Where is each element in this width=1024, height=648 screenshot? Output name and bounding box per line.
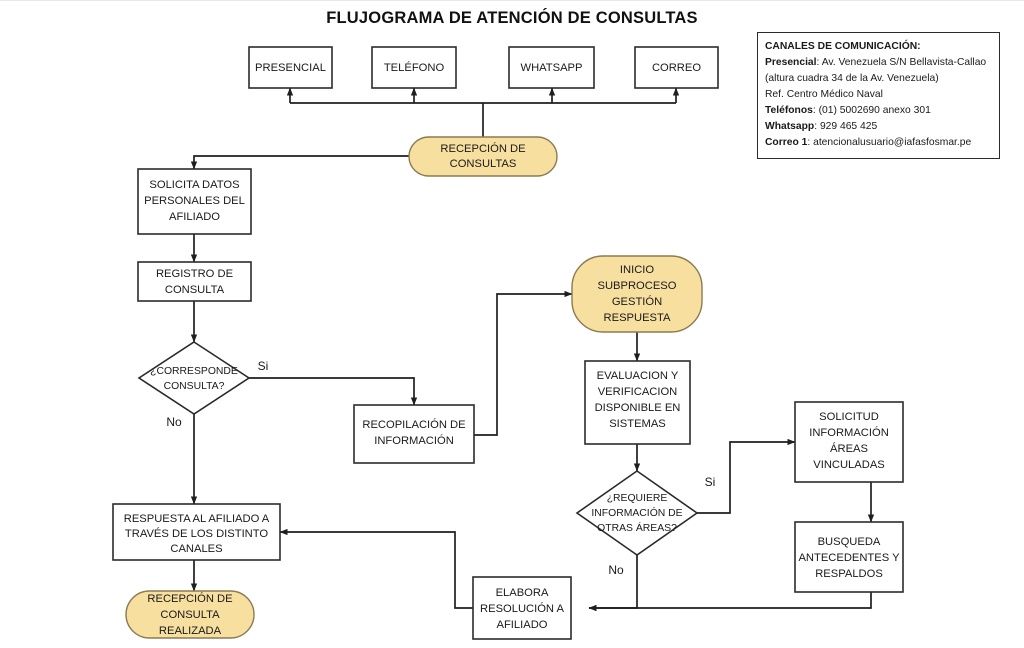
node-recepcion-realizada-line-2: REALIZADA <box>159 625 222 637</box>
node-respuesta-afiliado-line-2: CANALES <box>170 543 222 555</box>
info-row-sep-correo: : <box>807 137 814 148</box>
communication-channels-panel: CANALES DE COMUNICACIÓN: Presencial: Av.… <box>757 32 1000 159</box>
node-inicio-subproceso-line-0: INICIO <box>620 264 654 276</box>
node-requiere-informacion-line-0: ¿REQUIERE <box>607 493 668 504</box>
node-solicitud-informacion-line-2: ÁREAS <box>830 442 868 455</box>
node-recepcion-consultas[interactable]: RECEPCIÓN DE CONSULTAS <box>408 136 558 177</box>
node-requiere-informacion[interactable]: ¿REQUIERE INFORMACIÓN DE OTRAS ÁREAS? <box>575 470 699 556</box>
node-solicitud-informacion-line-1: INFORMACIÓN <box>809 426 889 439</box>
info-row-value-correo: atencionalusuario@iafasfosmar.pe <box>813 137 972 148</box>
node-evaluacion-verificacion-line-3: SISTEMAS <box>609 418 666 430</box>
info-row-value-telefonos: (01) 5002690 anexo 301 <box>818 105 931 116</box>
info-row-label-telefonos: Teléfonos <box>765 105 813 116</box>
connector-recopilacion-to-inicio <box>474 290 573 436</box>
branch-label-corresponde-si: Si <box>258 359 269 373</box>
info-panel-row-presencial: Presencial: Av. Venezuela S/N Bellavista… <box>765 55 992 71</box>
connector-requiere-no-to-elabora <box>588 555 638 612</box>
node-recopilacion-informacion[interactable]: RECOPILACIÓN DE INFORMACIÓN <box>353 404 475 464</box>
page-title: FLUJOGRAMA DE ATENCIÓN DE CONSULTAS <box>326 9 698 27</box>
branch-label-corresponde-no: No <box>166 415 182 429</box>
node-requiere-informacion-line-1: INFORMACIÓN DE <box>591 506 682 519</box>
info-panel-row-referencia: Ref. Centro Médico Naval <box>765 87 992 103</box>
info-panel-row-direccion-2: (altura cuadra 34 de la Av. Venezuela) <box>765 71 992 87</box>
node-recepcion-consultas-line-1: CONSULTAS <box>450 158 517 170</box>
node-inicio-subproceso-line-1: SUBPROCESO <box>598 280 677 292</box>
connector-requiere-si-to-solicitud <box>697 438 796 514</box>
node-respuesta-afiliado-line-1: TRAVÉS DE LOS DISTINTO <box>125 527 268 540</box>
node-elabora-resolucion-line-0: ELABORA <box>496 587 549 599</box>
branch-label-requiere-si: Si <box>705 475 716 489</box>
info-row-value-referencia: Ref. Centro Médico Naval <box>765 89 883 100</box>
node-busqueda-antecedentes[interactable]: BUSQUEDA ANTECEDENTES Y RESPALDOS <box>794 521 904 593</box>
node-busqueda-antecedentes-line-2: RESPALDOS <box>815 568 883 580</box>
node-solicita-datos-line-0: SOLICITA DATOS <box>149 179 239 191</box>
channel-box-telefono[interactable]: TELÉFONO <box>371 46 457 89</box>
info-row-label-presencial: Presencial <box>765 57 817 68</box>
info-panel-heading: CANALES DE COMUNICACIÓN: <box>765 41 921 52</box>
info-row-value-whatsapp: 929 465 425 <box>819 121 878 132</box>
node-recopilacion-informacion-line-1: INFORMACIÓN <box>374 434 454 447</box>
node-registro-consulta[interactable]: REGISTRO DE CONSULTA <box>137 261 252 302</box>
node-inicio-subproceso[interactable]: INICIO SUBPROCESO GESTIÓN RESPUESTA <box>571 255 703 333</box>
node-solicitud-informacion-line-0: SOLICITUD <box>819 411 879 423</box>
channel-label-presencial: PRESENCIAL <box>255 62 326 74</box>
info-row-label-correo: Correo 1 <box>765 137 808 148</box>
node-solicita-datos-line-2: AFILIADO <box>169 211 220 223</box>
node-recepcion-realizada-line-1: CONSULTA <box>160 609 220 621</box>
node-requiere-informacion-line-2: OTRAS ÁREAS? <box>597 521 677 534</box>
info-row-sep-whatsapp: : <box>814 121 820 132</box>
info-row-value-presencial: Av. Venezuela S/N Bellavista-Callao <box>821 57 987 68</box>
connector-recepcion-to-solicita <box>190 155 409 170</box>
node-recepcion-realizada[interactable]: RECEPCIÓN DE CONSULTA REALIZADA <box>125 590 255 639</box>
node-respuesta-afiliado[interactable]: RESPUESTA AL AFILIADO A TRAVÉS DE LOS DI… <box>112 503 281 561</box>
info-panel-row-correo: Correo 1: atencionalusuario@iafasfosmar.… <box>765 135 992 151</box>
info-panel-row-whatsapp: Whatsapp: 929 465 425 <box>765 119 992 135</box>
node-recepcion-consultas-line-0: RECEPCIÓN DE <box>440 142 525 155</box>
node-respuesta-afiliado-line-0: RESPUESTA AL AFILIADO A <box>124 513 270 525</box>
connector-busqueda-to-elabora <box>588 592 872 612</box>
info-row-value-direccion-2: (altura cuadra 34 de la Av. Venezuela) <box>765 73 939 84</box>
node-busqueda-antecedentes-line-0: BUSQUEDA <box>818 536 881 548</box>
channel-label-telefono: TELÉFONO <box>384 61 445 74</box>
info-row-sep-presencial: : <box>816 57 822 68</box>
node-evaluacion-verificacion[interactable]: EVALUACION Y VERIFICACION DISPONIBLE EN … <box>584 360 691 445</box>
node-inicio-subproceso-line-2: GESTIÓN <box>612 295 662 308</box>
connector-corresponde-si-to-recopilacion <box>249 377 418 406</box>
node-inicio-subproceso-line-3: RESPUESTA <box>604 312 671 324</box>
info-row-label-whatsapp: Whatsapp <box>765 121 815 132</box>
node-elabora-resolucion-line-2: AFILIADO <box>497 619 548 631</box>
node-elabora-resolucion-line-1: RESOLUCIÓN A <box>480 602 564 615</box>
channel-label-whatsapp: WHATSAPP <box>521 62 583 74</box>
node-recopilacion-informacion-line-0: RECOPILACIÓN DE <box>362 418 465 431</box>
info-panel-row-telefonos: Teléfonos: (01) 5002690 anexo 301 <box>765 103 992 119</box>
node-corresponde-consulta[interactable]: ¿CORRESPONDE CONSULTA? <box>137 341 251 415</box>
node-evaluacion-verificacion-line-2: DISPONIBLE EN <box>595 402 681 414</box>
connector-elabora-to-respuesta <box>279 528 473 609</box>
node-busqueda-antecedentes-line-1: ANTECEDENTES Y <box>798 552 900 564</box>
info-row-sep-telefonos: : <box>812 105 819 116</box>
node-recepcion-realizada-line-0: RECEPCIÓN DE <box>147 592 232 605</box>
branch-label-requiere-no: No <box>608 563 624 577</box>
node-evaluacion-verificacion-line-1: VERIFICACION <box>598 386 678 398</box>
channel-box-presencial[interactable]: PRESENCIAL <box>248 46 333 89</box>
channel-label-correo: CORREO <box>652 62 701 74</box>
node-evaluacion-verificacion-line-0: EVALUACION Y <box>597 370 679 382</box>
node-elabora-resolucion[interactable]: ELABORA RESOLUCIÓN A AFILIADO <box>472 576 572 640</box>
node-registro-consulta-line-0: REGISTRO DE <box>156 268 233 280</box>
node-corresponde-consulta-line-0: ¿CORRESPONDE <box>150 366 238 377</box>
channel-box-correo[interactable]: CORREO <box>634 46 719 89</box>
node-solicita-datos[interactable]: SOLICITA DATOS PERSONALES DEL AFILIADO <box>137 168 252 235</box>
channel-box-whatsapp[interactable]: WHATSAPP <box>508 46 595 89</box>
node-solicitud-informacion-line-3: VINCULADAS <box>813 459 885 471</box>
node-corresponde-consulta-line-1: CONSULTA? <box>164 381 225 392</box>
node-solicita-datos-line-1: PERSONALES DEL <box>144 195 245 207</box>
node-solicitud-informacion[interactable]: SOLICITUD INFORMACIÓN ÁREAS VINCULADAS <box>794 401 904 483</box>
node-registro-consulta-line-1: CONSULTA <box>165 284 225 296</box>
